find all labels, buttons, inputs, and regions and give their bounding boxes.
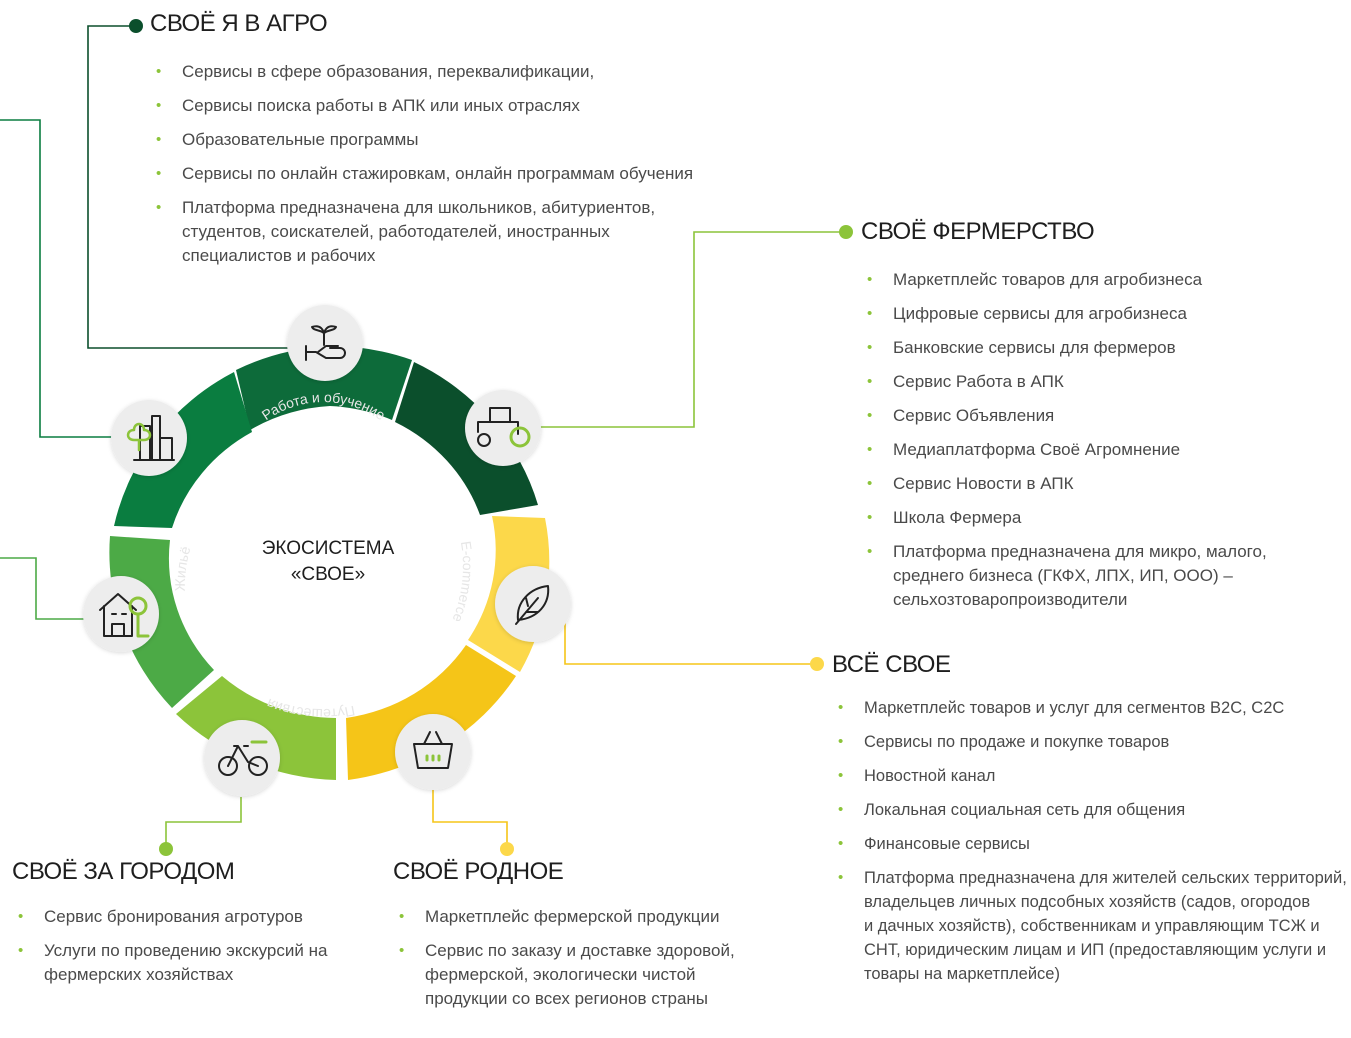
agro-title: СВОЁ Я В АГРО (150, 10, 328, 37)
connector-country (165, 797, 242, 848)
list-item: Маркетплейс товаров и услуг для сегменто… (838, 696, 1348, 720)
connector-house (0, 557, 84, 620)
list-item: Услуги по проведению экскурсий на фермер… (18, 939, 358, 987)
list-item: Банковские сервисы для фермеров (867, 336, 1337, 360)
basket-icon (395, 714, 471, 790)
list-item: Цифровые сервисы для агробизнеса (867, 302, 1337, 326)
agro-list: Сервисы в сфере образования, переквалифи… (156, 60, 746, 278)
native-title: СВОЁ РОДНОЕ (393, 858, 564, 885)
list-item: Платформа предназначена для микро, малог… (867, 540, 1337, 612)
all-list: Маркетплейс товаров и услуг для сегменто… (838, 696, 1348, 996)
list-item: Школа Фермера (867, 506, 1337, 530)
city-tree-icon (111, 400, 187, 476)
list-item: Сервисы по онлайн стажировкам, онлайн пр… (156, 162, 746, 186)
list-item: Сервис Объявления (867, 404, 1337, 428)
connector-all (548, 621, 816, 665)
ring-label-ecommerce: E-commerce (449, 540, 475, 625)
list-item: Локальная социальная сеть для общения (838, 798, 1348, 822)
farm-title: СВОЁ ФЕРМЕРСТВО (861, 218, 1095, 245)
list-item: Сервис по заказу и доставке здоровой, фе… (399, 939, 779, 1011)
list-item: Сервис Работа в АПК (867, 370, 1337, 394)
farm-list: Маркетплейс товаров для агробизнеса Цифр… (867, 268, 1337, 622)
list-item: Финансовые сервисы (838, 832, 1348, 856)
connector-dots (129, 19, 853, 856)
country-list: Сервис бронирования агротуров Услуги по … (18, 905, 358, 997)
list-item: Новостной канал (838, 764, 1348, 788)
list-item: Образовательные программы (156, 128, 746, 152)
connector-farm (535, 231, 845, 428)
bicycle-icon (204, 720, 280, 796)
center-label: ЭКОСИСТЕМА «СВОЕ» (228, 536, 428, 588)
list-item: Платформа предназначена для школьников, … (156, 196, 722, 268)
list-item: Маркетплейс фермерской продукции (399, 905, 779, 929)
list-item: Медиаплатформа Своё Агромнение (867, 438, 1337, 462)
list-item: Маркетплейс товаров для агробизнеса (867, 268, 1337, 292)
ring-label-housing: Жильё (172, 544, 194, 591)
tractor-icon (465, 390, 541, 466)
all-title: ВСЁ СВОЕ (832, 651, 951, 678)
native-list: Маркетплейс фермерской продукции Сервис … (399, 905, 779, 1021)
center-line-2: «СВОЕ» (290, 564, 366, 585)
house-tree-icon (83, 576, 159, 652)
sprout-hand-icon (287, 305, 363, 381)
center-line-1: ЭКОСИСТЕМА (261, 538, 395, 559)
list-item: Сервис бронирования агротуров (18, 905, 358, 929)
leaf-icon (495, 566, 571, 642)
list-item: Сервисы поиска работы в АПК или иных отр… (156, 94, 746, 118)
connector-native (432, 790, 508, 848)
country-title: СВОЁ ЗА ГОРОДОМ (12, 858, 235, 885)
connector-city (0, 119, 115, 438)
connector-agro (87, 25, 290, 349)
list-item: Сервисы в сфере образования, переквалифи… (156, 60, 746, 84)
list-item: Платформа предназначена для жителей сель… (838, 866, 1348, 986)
list-item: Сервис Новости в АПК (867, 472, 1337, 496)
list-item: Сервисы по продаже и покупке товаров (838, 730, 1348, 754)
